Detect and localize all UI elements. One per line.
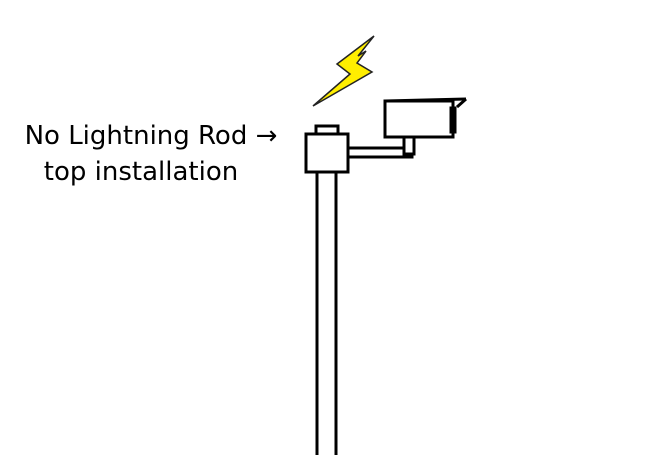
pole-shaft (315, 170, 338, 455)
camera-lens (449, 106, 457, 134)
lightning-bolt-icon (312, 35, 375, 107)
camera-sun-shield-tip (456, 97, 467, 109)
camera-body (383, 99, 455, 139)
annotation-label: No Lightning Rod → top installation (0, 118, 302, 190)
camera-icon (383, 97, 467, 139)
camera-sun-shield (384, 97, 467, 103)
camera-bracket-arm (346, 146, 414, 159)
pole-top-mount-box (304, 132, 350, 174)
label-line-no-lightning-rod: No Lightning Rod → (24, 121, 278, 151)
label-line-top-installation: top installation (43, 157, 239, 187)
camera-bracket-neck (402, 134, 416, 156)
